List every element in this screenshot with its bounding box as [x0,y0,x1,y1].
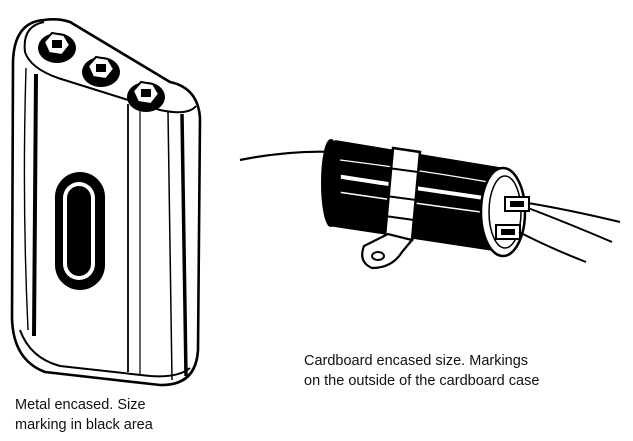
caption-line: Metal encased. Size [15,397,146,413]
caption-line: marking in black area [15,417,153,433]
terminal-nut [38,31,76,63]
metal-encased-caption: Metal encased. Size marking in black are… [15,395,153,435]
lead-wire [527,207,613,243]
cardboard-encased-caption: Cardboard encased size. Markings on the … [304,351,539,391]
mounting-tab [361,232,414,270]
terminal-lug [504,196,530,212]
terminal-nut [82,55,120,87]
lead-wire [239,150,336,162]
terminal-nut [127,80,165,112]
lead-wire [527,202,621,223]
size-marking-black-area [55,172,105,290]
terminal-lug [495,224,521,240]
lead-wire [518,231,587,263]
caption-line: on the outside of the cardboard case [304,373,540,389]
caption-line: Cardboard encased size. Markings [304,353,529,369]
